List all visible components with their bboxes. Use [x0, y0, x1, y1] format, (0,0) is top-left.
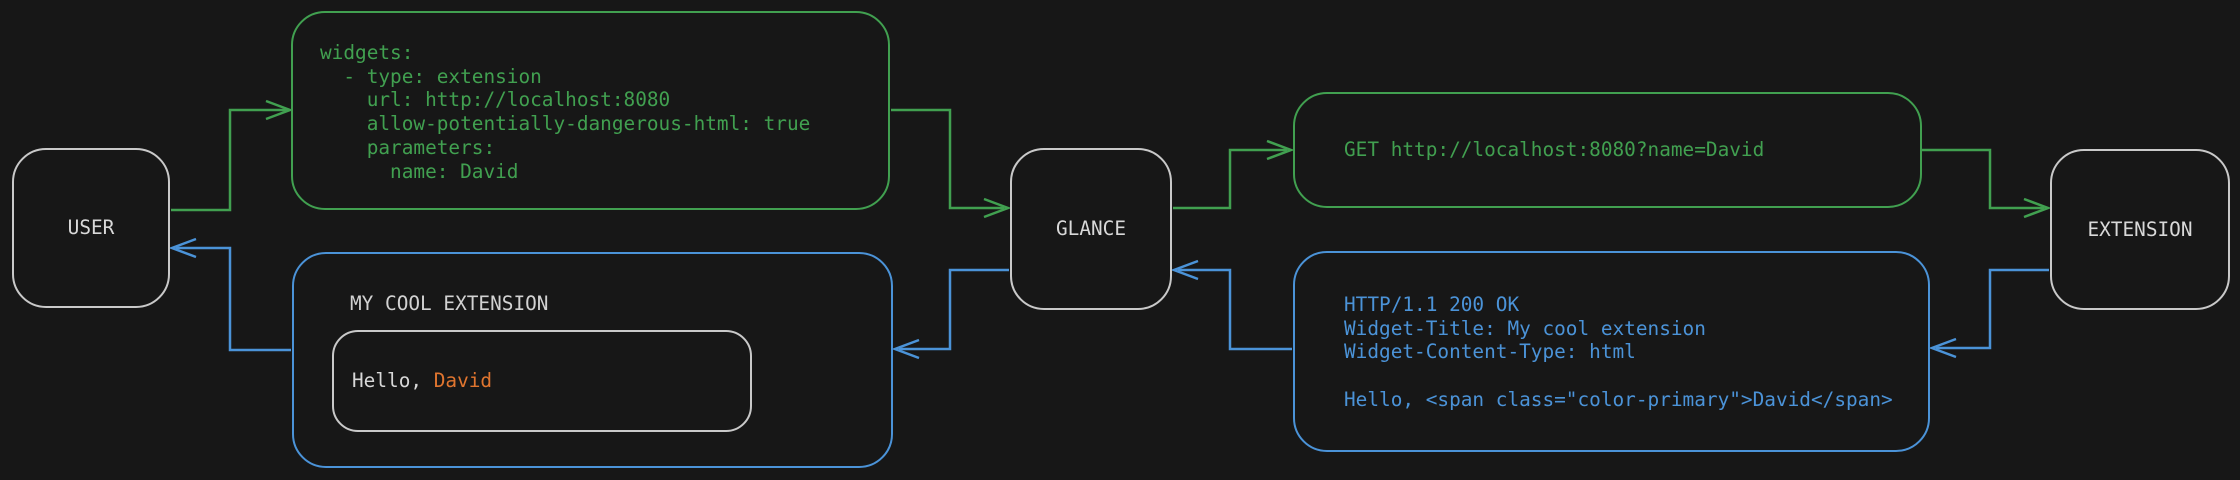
glance-node-label: GLANCE: [1055, 217, 1127, 241]
user-node: USER: [12, 148, 170, 308]
request-flow-arrows: [171, 99, 2052, 219]
arrowhead-into-glance-blue: [1170, 259, 1199, 281]
arrowhead-into-response: [1928, 337, 1957, 359]
arrowhead-into-config: [265, 99, 294, 121]
connector-extension-to-response: [1936, 268, 2049, 350]
connector-request-to-extension: [1922, 148, 2044, 210]
connector-glance-to-widget: [899, 268, 1009, 351]
user-node-label: USER: [67, 216, 115, 240]
arrowhead-into-widget: [891, 338, 920, 360]
response-flow-arrows: [168, 237, 2049, 360]
arrowhead-into-user: [168, 237, 197, 259]
widget-preview-box: MY COOL EXTENSION Hello, David: [292, 252, 893, 468]
connector-user-to-config: [171, 108, 287, 212]
http-response-text: HTTP/1.1 200 OK Widget-Title: My cool ex…: [1344, 293, 1893, 411]
widget-greeting-box: Hello, David: [332, 330, 752, 432]
greeting-prefix: Hello,: [352, 369, 434, 393]
connector-widget-to-user: [176, 246, 291, 352]
arrowhead-into-extension: [2023, 197, 2052, 219]
arrowhead-into-request: [1266, 139, 1295, 161]
config-yaml-code: widgets: - type: extension url: http://l…: [320, 41, 811, 183]
http-response-box: HTTP/1.1 200 OK Widget-Title: My cool ex…: [1293, 251, 1930, 452]
connector-response-to-glance: [1178, 268, 1292, 351]
glance-node: GLANCE: [1010, 148, 1172, 310]
connector-config-to-glance: [891, 108, 1004, 210]
http-request-box: GET http://localhost:8080?name=David: [1293, 92, 1922, 208]
extension-node: EXTENSION: [2050, 149, 2230, 310]
widget-title: MY COOL EXTENSION: [350, 292, 549, 315]
greeting-name: David: [433, 369, 493, 393]
http-request-text: GET http://localhost:8080?name=David: [1344, 138, 1765, 162]
extension-node-label: EXTENSION: [2087, 217, 2193, 241]
arrowhead-into-glance-green: [983, 197, 1012, 219]
config-yaml-box: widgets: - type: extension url: http://l…: [291, 11, 890, 210]
connector-glance-to-request: [1173, 148, 1287, 210]
